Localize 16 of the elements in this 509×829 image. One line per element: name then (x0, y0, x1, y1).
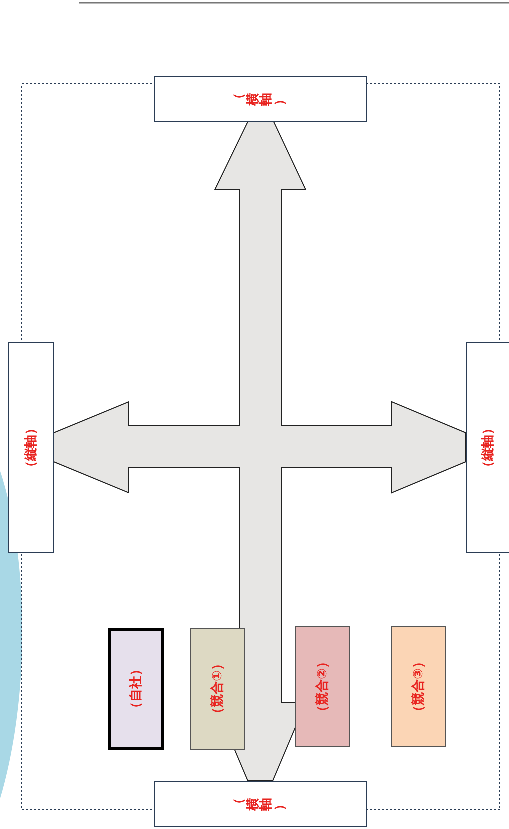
axis-label-box (8, 342, 54, 553)
competitor-box (391, 626, 446, 747)
axis-label-box (466, 342, 509, 553)
box-label: （競合③） (410, 655, 428, 718)
box-label: （自社） (128, 663, 145, 715)
competitor-box (190, 628, 245, 750)
box-label: （競合①） (209, 658, 226, 720)
box-label: （競合②） (314, 655, 332, 718)
axis-label-box (154, 781, 367, 827)
axis-label-box (154, 76, 367, 122)
box-label: （横軸） (233, 798, 288, 810)
box-label: （縦軸） (23, 422, 40, 474)
box-label: （縦軸） (480, 422, 497, 474)
company-box (108, 628, 164, 750)
competitor-box (295, 626, 350, 747)
box-label: （横軸） (233, 92, 288, 106)
